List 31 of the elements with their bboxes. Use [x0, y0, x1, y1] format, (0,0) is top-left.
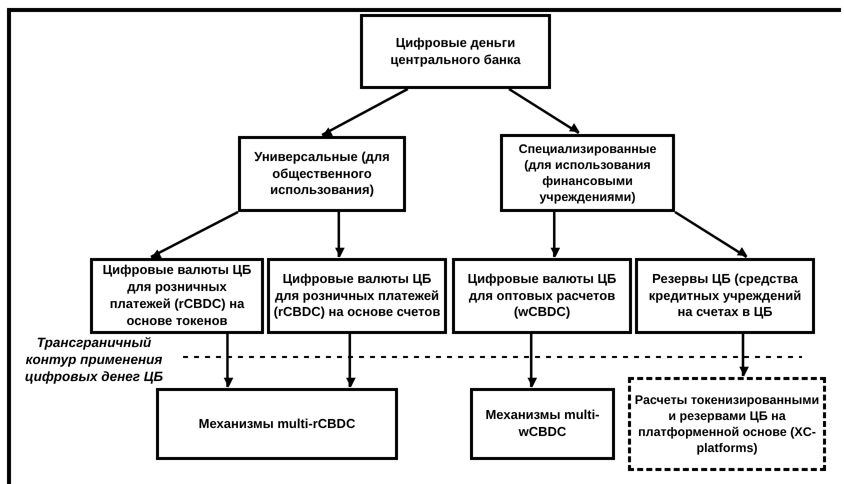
arrow	[674, 210, 748, 258]
process-box	[470, 388, 615, 460]
dashed-box	[628, 377, 826, 471]
box-text: Цифровые валюты ЦБ для розничных платежей (rCBDC) на основе токенов	[102, 262, 252, 330]
process-box	[238, 136, 406, 212]
process-box	[267, 258, 447, 334]
arrow	[527, 334, 538, 388]
arrow	[346, 334, 356, 388]
arrow	[739, 334, 749, 376]
arrow	[224, 334, 234, 388]
process-box	[635, 258, 815, 334]
box-text: Механизмы multi-rCBDC	[198, 416, 356, 432]
process-box	[90, 258, 264, 334]
arrow	[508, 88, 580, 134]
note-text: Трансграничный контур применения цифровых денег ЦБ	[24, 335, 164, 386]
box-text: Резервы ЦБ (средства кредитных учреждений на счетах в ЦБ	[648, 270, 802, 322]
box-text: Цифровые деньги центрального банка	[389, 34, 522, 68]
box-text: Универсальные (для общественного использования)	[253, 148, 391, 200]
box-text: Цифровые валюты ЦБ для розничных платежей (rCBDC) на основе счетов	[273, 270, 441, 322]
arrow	[321, 88, 408, 136]
process-box	[360, 14, 551, 89]
box-text: Специализированные (для использования финансовыми учреждениями)	[518, 140, 658, 206]
box-text: Расчеты токенизированными и резервами ЦБ на платформенной основе (XC-platforms)	[634, 392, 820, 456]
process-box	[500, 134, 675, 212]
process-box	[156, 388, 398, 460]
box-text: Механизмы multi-wCBDC	[484, 407, 601, 441]
box-text: Цифровые валюты ЦБ для оптовых расчетов (wCBDC)	[466, 270, 618, 322]
arrow	[150, 210, 239, 258]
process-box	[452, 258, 632, 334]
arrow	[335, 212, 345, 258]
arrow	[550, 212, 560, 258]
